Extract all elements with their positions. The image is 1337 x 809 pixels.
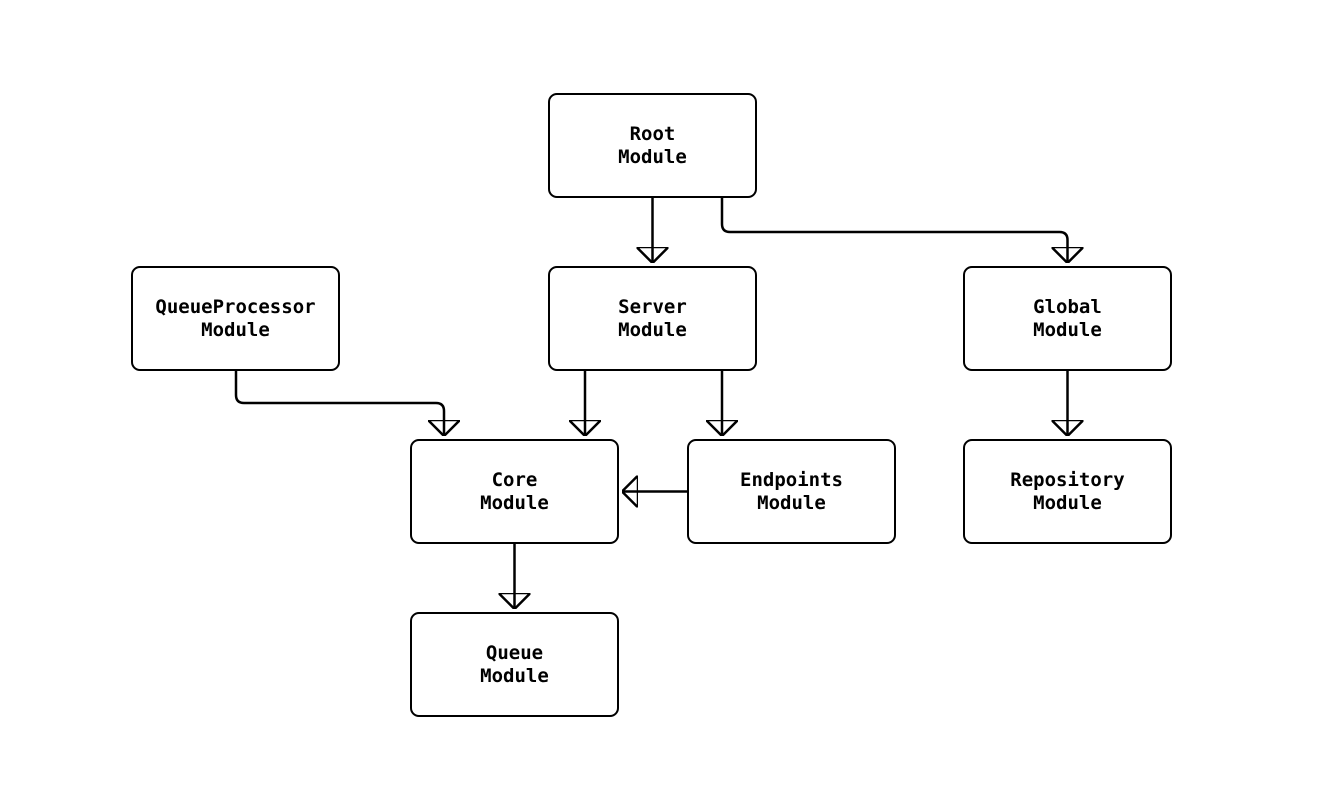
node-server-module: Server Module: [548, 266, 757, 371]
node-repository-module-label: Repository Module: [1010, 468, 1125, 514]
node-root-module-label: Root Module: [618, 122, 687, 168]
node-root-module: Root Module: [548, 93, 757, 198]
node-core-module-label: Core Module: [480, 468, 549, 514]
node-endpoints-module: Endpoints Module: [687, 439, 896, 544]
edge-queueprocessor-core: [234, 371, 444, 435]
node-queueprocessor-module-label: QueueProcessor Module: [155, 295, 316, 341]
node-core-module: Core Module: [410, 439, 619, 544]
node-queue-module-label: Queue Module: [480, 641, 549, 687]
node-endpoints-module-label: Endpoints Module: [740, 468, 843, 514]
node-queue-module: Queue Module: [410, 612, 619, 717]
node-global-module: Global Module: [963, 266, 1172, 371]
node-global-module-label: Global Module: [1033, 295, 1102, 341]
edge-root-global: [720, 198, 1068, 262]
node-queueprocessor-module: QueueProcessor Module: [131, 266, 340, 371]
node-server-module-label: Server Module: [618, 295, 687, 341]
node-repository-module: Repository Module: [963, 439, 1172, 544]
